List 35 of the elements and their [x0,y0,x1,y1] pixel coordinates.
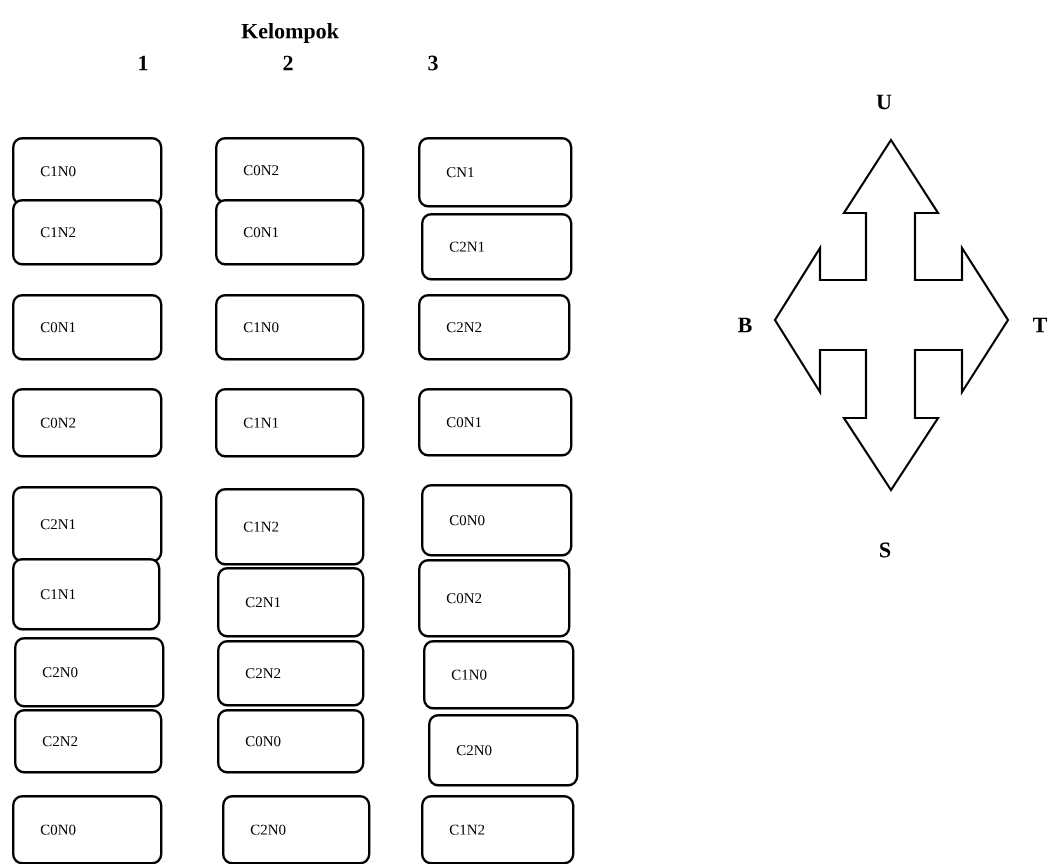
direction-letter: B [738,317,752,333]
rounded-box: C2N1 [421,213,573,281]
rounded-box: C0N0 [217,709,365,774]
rounded-box: C2N0 [14,637,165,708]
heading: Kelompok [241,23,339,43]
rounded-box: C0N0 [12,795,163,864]
rounded-box: C0N1 [215,199,365,266]
column-number: 1 [139,55,148,71]
rounded-box: C0N0 [421,484,573,557]
direction-letter: U [876,94,892,110]
rounded-box: C2N2 [217,640,365,707]
column-number: 3 [428,55,438,71]
rounded-box: C1N0 [423,640,575,710]
column-number: 2 [283,55,293,71]
rounded-box: C1N2 [12,199,163,266]
rounded-box: C2N2 [418,294,571,361]
rounded-box: CN1 [418,137,573,208]
rounded-box: C1N1 [215,388,365,458]
rounded-box: C1N2 [215,488,365,566]
rounded-box: C1N2 [421,795,575,864]
direction-letter: T [1033,317,1047,333]
rounded-box: C1N1 [12,558,161,631]
rounded-box: C2N1 [12,486,163,563]
rounded-box: C2N2 [14,709,163,774]
rounded-box: C0N2 [418,559,571,638]
rounded-box: C0N1 [418,388,573,457]
rounded-box: C0N2 [12,388,163,458]
rounded-box: C1N0 [215,294,365,361]
rounded-box: C2N0 [428,714,579,787]
rounded-box: C0N2 [215,137,365,204]
rounded-box: C1N0 [12,137,163,206]
rounded-box: C0N1 [12,294,163,361]
direction-letter: S [880,542,891,558]
rounded-box: C2N0 [222,795,371,864]
rounded-box: C2N1 [217,567,365,638]
